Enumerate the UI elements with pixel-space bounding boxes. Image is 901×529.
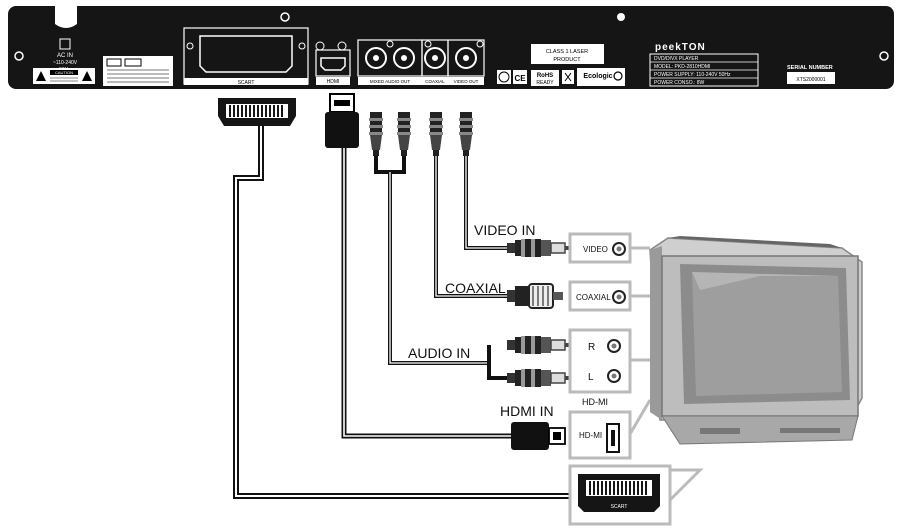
rohs-logo-icon xyxy=(531,70,559,86)
rohs-label-line2: READY xyxy=(536,80,554,86)
license-plate xyxy=(103,56,173,86)
serial-number-plate: SERIAL NUMBER XTS2000001 xyxy=(787,65,835,84)
video-plug xyxy=(459,112,473,156)
tv-hdmi-caption: HD-MI xyxy=(582,397,608,407)
tv-audio-right-label: R xyxy=(588,342,595,353)
cables xyxy=(233,126,573,499)
scart-plug-top xyxy=(218,98,296,126)
svg-text:CE: CE xyxy=(514,74,526,83)
brand-logo: peekTON xyxy=(655,42,706,53)
model-line-3: POWER SUPPLY: 110-240V 50Hz xyxy=(654,72,731,78)
screw-hole-icon xyxy=(879,51,889,61)
hdmi-plug-top xyxy=(325,93,359,148)
tv-hdmi-port: HD-MI xyxy=(568,410,632,460)
coaxial-plug xyxy=(429,112,443,156)
panel-scart-label: SCART xyxy=(238,80,255,86)
hdmi-plug-tv xyxy=(511,422,566,450)
audio-plug-left-tv xyxy=(506,368,572,388)
model-line-4: POWER CONSO.: 8W xyxy=(654,80,705,86)
tv-scart-label: SCART xyxy=(611,504,628,510)
voltage-label: ~110-240V xyxy=(53,60,78,66)
tv-hdmi-label: HD-MI xyxy=(579,431,602,440)
coaxial-in-label: COAXIAL xyxy=(445,280,506,296)
power-socket-icon xyxy=(59,38,71,50)
mixed-audio-out-label: MIXED AUDIO OUT xyxy=(370,79,411,84)
warning-triangle-icon xyxy=(82,71,92,81)
tv-video-label: VIDEO xyxy=(583,245,608,254)
screw-icon xyxy=(617,13,625,21)
coaxial-plug-tv xyxy=(507,283,563,309)
laser-label-line1: CLASS 1 LASER xyxy=(546,49,588,55)
caution-plate: CAUTION xyxy=(33,68,95,84)
screw-hole-icon xyxy=(280,12,290,22)
audio-plug-left xyxy=(397,112,411,156)
rohs-label-line1: RoHS xyxy=(537,73,553,79)
panel-hdmi-label: HDMI xyxy=(327,79,340,85)
tv-coaxial-port: COAXIAL xyxy=(568,280,632,312)
video-out-label: VIDEO OUT xyxy=(454,79,479,84)
panel-rca-sockets: MIXED AUDIO OUT COAXIAL VIDEO OUT xyxy=(337,39,485,85)
panel-hdmi-socket: HDMI xyxy=(315,41,351,85)
model-plate: peekTON DVD/DIVX PLAYER MODEL: PKD-2810H… xyxy=(649,42,759,87)
tv-screen xyxy=(692,272,842,396)
laser-label-plate: CLASS 1 LASER PRODUCT xyxy=(531,44,604,64)
ecologic-label: Ecologic xyxy=(583,73,612,80)
model-line-2: MODEL: PKD-2810HDMI xyxy=(654,64,710,70)
compliance-logos: CE RoHS READY Ecologic xyxy=(497,68,625,86)
tv-video-port: VIDEO xyxy=(568,232,632,264)
tv-audio-port: R L xyxy=(568,328,632,394)
caution-label: CAUTION xyxy=(55,70,73,75)
audio-in-label: AUDIO IN xyxy=(408,345,470,361)
video-in-label: VIDEO IN xyxy=(474,222,535,238)
audio-cable-merge xyxy=(374,156,406,174)
tv-scart-port: SCART xyxy=(568,464,672,526)
serial-number-label: SERIAL NUMBER xyxy=(787,65,833,71)
audio-plug-right-tv xyxy=(506,335,572,355)
tv-audio-left-label: L xyxy=(588,372,594,383)
hdmi-in-label: HDMI IN xyxy=(500,403,554,419)
ce-mark-icon xyxy=(513,70,527,84)
audio-cable xyxy=(388,172,489,365)
warning-triangle-icon xyxy=(36,71,46,81)
video-plug-tv xyxy=(506,238,572,258)
audio-split xyxy=(487,345,509,380)
ecologic-logo-icon xyxy=(577,68,625,86)
serial-number-value: XTS2000001 xyxy=(796,77,825,83)
screw-hole-icon xyxy=(14,51,24,61)
audio-plug-right xyxy=(369,112,383,156)
laser-label-line2: PRODUCT xyxy=(553,57,581,63)
ac-in-label: AC IN xyxy=(57,53,73,59)
tv-coaxial-label: COAXIAL xyxy=(576,293,611,302)
player-back-panel: AC IN ~110-240V 50Hz CAUTION xyxy=(8,6,894,89)
panel-scart-socket: SCART xyxy=(183,27,309,86)
model-line-1: DVD/DIVX PLAYER xyxy=(654,56,699,62)
panel-coaxial-label: COAXIAL xyxy=(425,79,445,84)
television xyxy=(649,236,863,445)
